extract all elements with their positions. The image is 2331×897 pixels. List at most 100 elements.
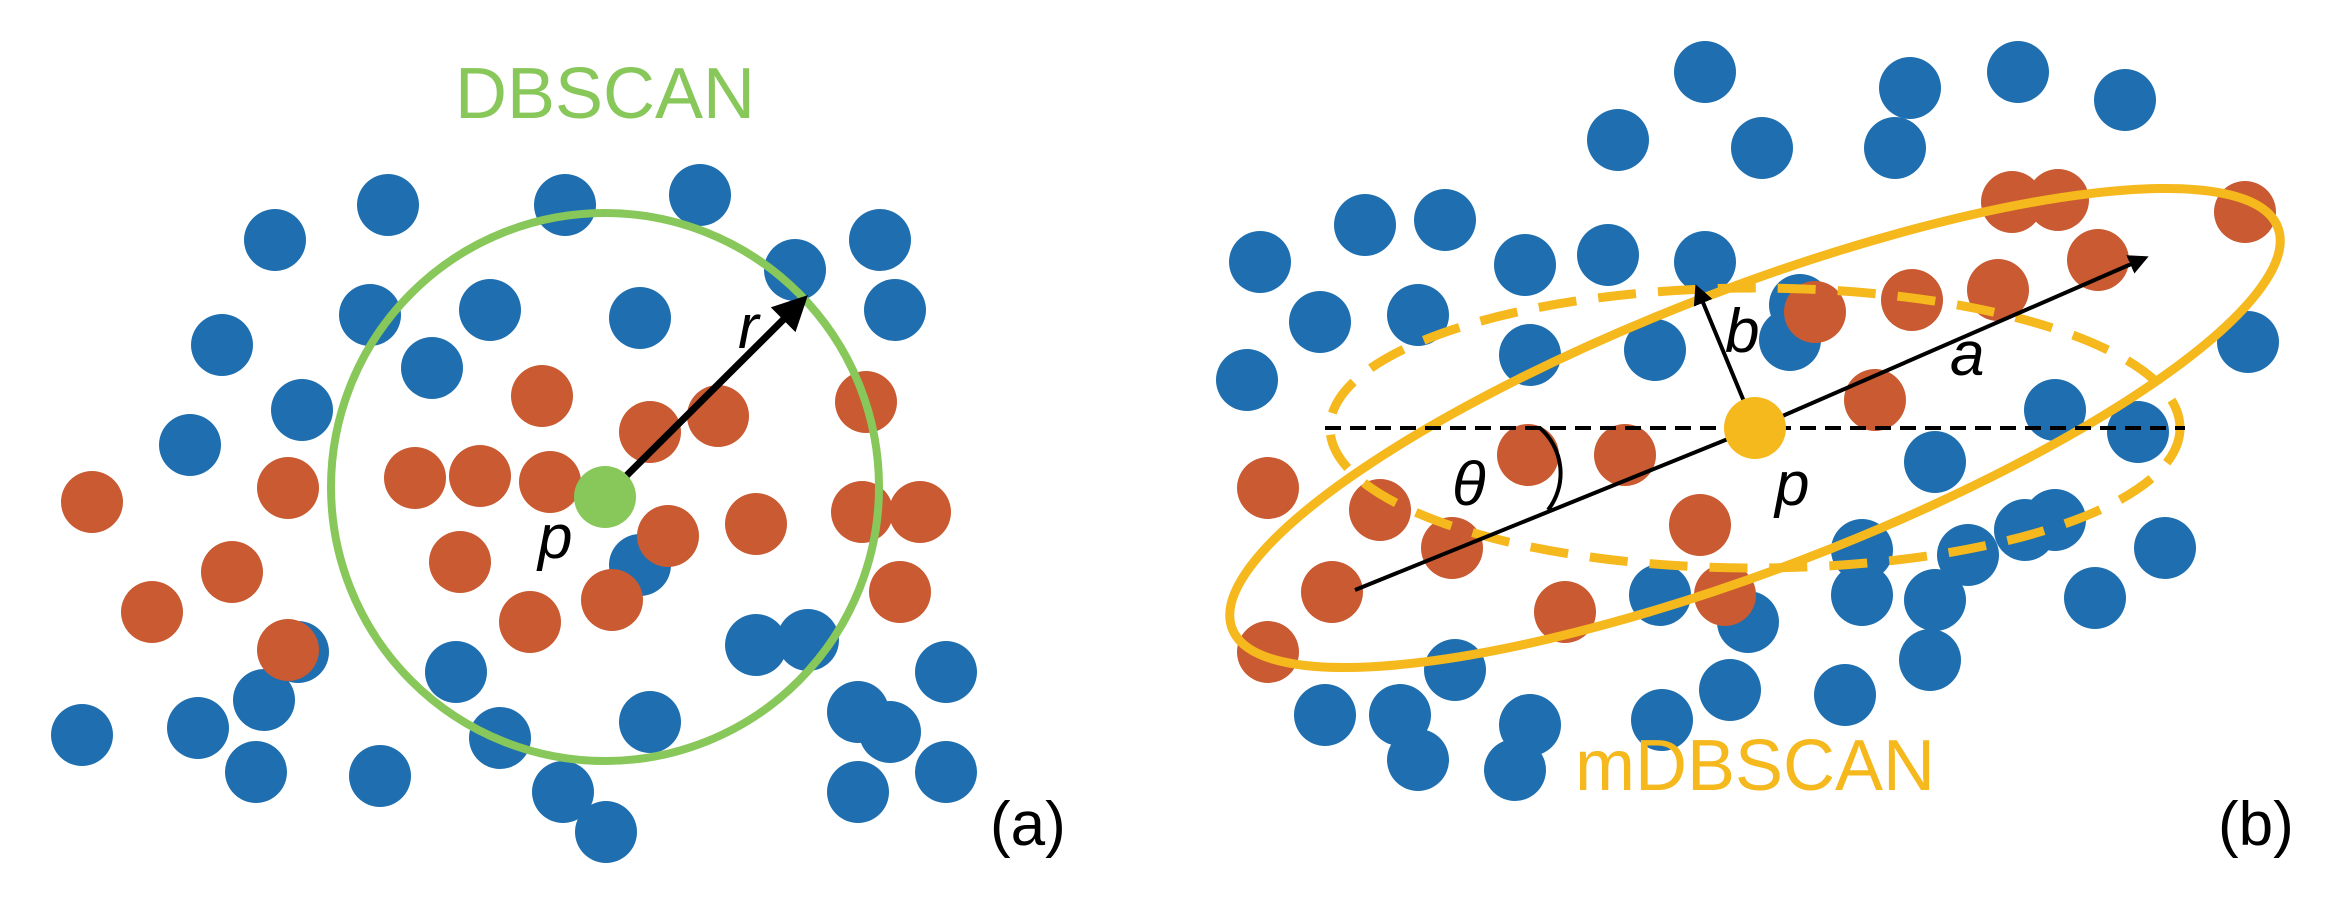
panel-b-red-point-1: [1237, 457, 1299, 519]
panel-a-red-point-16: [725, 493, 787, 555]
center-point-p-orange: [1724, 397, 1786, 459]
panel-a-red-point-9: [519, 451, 581, 513]
major-axis-arrow-a: [1754, 255, 2149, 430]
theta-angle-arc: [1538, 426, 1563, 512]
panel-b-blue-point-17: [1387, 284, 1449, 346]
panel-a-blue-point-7: [244, 209, 306, 271]
panel-a-blue-point-8: [339, 284, 401, 346]
panel-b-blue-point-10: [1414, 189, 1476, 251]
panel-b-blue-point-23: [2217, 311, 2279, 373]
panel-a-blue-point-5: [849, 209, 911, 271]
panel-a-blue-point-3: [669, 164, 731, 226]
panel-b-red-point-3: [1301, 561, 1363, 623]
panel-a-blue-point-31: [915, 741, 977, 803]
panel-b-blue-point-16: [1289, 291, 1351, 353]
panel-b-red-point-4: [1349, 479, 1411, 541]
major-axis-line: [1354, 426, 1756, 592]
radius-label-r: r: [738, 293, 761, 362]
panel-b-red-point-8: [1594, 424, 1656, 486]
panel-a-blue-point-28: [859, 701, 921, 763]
panel-a-blue-point-13: [159, 414, 221, 476]
panel-b-blue-point-6: [1731, 117, 1793, 179]
panel-b-blue-point-24: [1294, 684, 1356, 746]
panel-b-blue-point-2: [1879, 57, 1941, 119]
radius-arrow: [602, 295, 808, 500]
panel-a-red-point-17: [831, 481, 893, 543]
panel-b-red-point-5: [1421, 517, 1483, 579]
center-label-p-a: p: [536, 503, 572, 572]
panel-a-blue-point-18: [167, 697, 229, 759]
panel-b-red-point-11: [1844, 369, 1906, 431]
center-label-p-b: p: [1773, 450, 1809, 519]
panel-a-blue-point-24: [619, 691, 681, 753]
panel-b-blue-point-4: [2094, 69, 2156, 131]
panel-a-blue-point-2: [534, 174, 596, 236]
panel-b-blue-point-7: [1864, 117, 1926, 179]
panel-a-blue-point-22: [532, 761, 594, 823]
panel-a-blue-point-20: [225, 741, 287, 803]
panel-b-blue-point-43: [1484, 739, 1546, 801]
dbscan-neighborhood-circle: [327, 209, 883, 765]
panel-b-blue-point-32: [1937, 524, 1999, 586]
panel-a-red-point-3: [201, 541, 263, 603]
panel-b-red-point-18: [1784, 281, 1846, 343]
panel-b-blue-point-19: [1624, 319, 1686, 381]
panel-a-red-point-13: [637, 505, 699, 567]
panel-b-blue-point-31: [1899, 629, 1961, 691]
panel-b-blue-point-3: [1987, 41, 2049, 103]
panel-a-red-points: [61, 365, 951, 681]
panel-a-blue-point-23: [575, 801, 637, 863]
panel-b-blue-point-35: [2134, 517, 2196, 579]
panel-b-blue-point-5: [1587, 109, 1649, 171]
panel-b-blue-point-13: [1674, 231, 1736, 293]
panel-label-a: (a): [990, 790, 1066, 859]
panel-a-blue-point-32: [51, 704, 113, 766]
panel-b-blue-point-36: [1831, 564, 1893, 626]
panel-b-red-point-15: [2067, 229, 2129, 291]
panel-b-blue-point-42: [1387, 729, 1449, 791]
panel-a-blue-point-11: [191, 314, 253, 376]
panel-b-mdbscan: b a p θ mDBSCAN (b): [1216, 41, 2294, 859]
dbscan-title: DBSCAN: [455, 54, 755, 134]
panel-b-blue-point-9: [1334, 194, 1396, 256]
panel-a-red-point-7: [429, 531, 491, 593]
panel-b-blue-point-39: [1904, 431, 1966, 493]
panel-a-blue-point-4: [764, 239, 826, 301]
panel-b-red-point-6: [1497, 424, 1559, 486]
panel-a-red-point-14: [581, 569, 643, 631]
panel-b-blue-point-28: [1631, 689, 1693, 751]
panel-a-red-point-18: [889, 481, 951, 543]
panel-b-blue-point-12: [1577, 224, 1639, 286]
panel-a-red-point-12: [687, 385, 749, 447]
panel-a-blue-point-10: [609, 287, 671, 349]
panel-b-blue-point-26: [1424, 639, 1486, 701]
panel-a-red-point-20: [869, 561, 931, 623]
panel-b-blue-point-22: [2107, 401, 2169, 463]
panel-b-blue-point-11: [1494, 234, 1556, 296]
panel-b-blue-point-34: [2064, 567, 2126, 629]
panel-a-blue-point-19: [233, 669, 295, 731]
panel-a-blue-point-29: [915, 641, 977, 703]
panel-a-red-point-2: [121, 581, 183, 643]
panel-a-red-point-10: [511, 365, 573, 427]
panel-a-blue-point-6: [864, 279, 926, 341]
panel-a-blue-point-9: [459, 279, 521, 341]
angle-label-theta: θ: [1452, 450, 1486, 519]
panel-a-red-point-8: [449, 445, 511, 507]
panel-a-blue-point-25: [725, 614, 787, 676]
panel-label-b: (b): [2218, 790, 2294, 859]
panel-b-blue-point-40: [1904, 569, 1966, 631]
panel-a-red-point-11: [619, 401, 681, 463]
panel-a-red-point-1: [61, 471, 123, 533]
panel-b-red-point-9: [1669, 494, 1731, 556]
panel-b-red-point-2: [1237, 621, 1299, 683]
panel-a-blue-point-21: [349, 745, 411, 807]
center-point-p-green: [574, 466, 636, 528]
major-axis-label-a: a: [1950, 320, 1984, 389]
panel-b-blue-point-1: [1674, 41, 1736, 103]
panel-a-red-point-5: [257, 619, 319, 681]
panel-b-blue-point-30: [1814, 664, 1876, 726]
panel-a-red-point-6: [384, 447, 446, 509]
panel-b-blue-point-21: [2024, 379, 2086, 441]
